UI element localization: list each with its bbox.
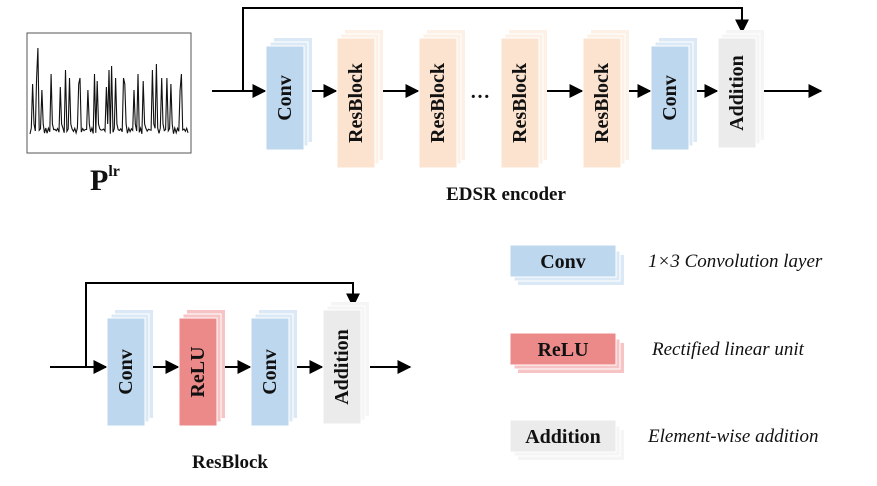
resblock-block-relu-1: ReLU [178, 310, 225, 427]
edsr-block-resblock-2-face [418, 37, 458, 169]
legend-description: Element-wise addition [647, 426, 818, 447]
legend-description: Rectified linear unit [651, 339, 805, 360]
edsr-block-conv-0: Conv [265, 38, 312, 151]
edsr-block-resblock-4-face [582, 37, 622, 169]
legend-swatch [509, 419, 617, 453]
resblock-skip-connection [85, 282, 360, 367]
legend-label: Addition [525, 426, 601, 448]
resblock-caption: ResBlock [192, 452, 268, 473]
edsr-block-conv-0-label: Conv [274, 75, 296, 121]
resblock-block-addition-3-face [322, 309, 362, 425]
edsr-block-resblock-2-label: ResBlock [427, 62, 449, 143]
legend-swatch [509, 244, 617, 278]
edsr-block-resblock-1: ResBlock [336, 30, 383, 169]
edsr-block-addition-6-face [717, 37, 757, 149]
edsr-block-addition-6: Addition [717, 30, 764, 149]
edsr-block-resblock-1-face [336, 37, 376, 169]
legend-description: 1×3 Convolution layer [648, 251, 823, 272]
edsr-block-resblock-2: ResBlock [418, 30, 465, 169]
resblock-block-conv-2-label: Conv [259, 349, 281, 395]
resblock-block-relu-1-face [178, 317, 218, 427]
edsr-block-conv-5: Conv [650, 38, 697, 151]
edsr-block-conv-0-face [265, 45, 305, 151]
legend-label: ReLU [537, 339, 588, 361]
edsr-block-resblock-4-label: ResBlock [591, 62, 613, 143]
edsr-block-conv-5-face [650, 45, 690, 151]
edsr-block-resblock-3: ResBlock [500, 30, 547, 169]
legend-item-relu: ReLU Rectified linear unit [509, 332, 805, 373]
edsr-block-resblock-3-label: ResBlock [509, 62, 531, 143]
edsr-block-resblock-3-face [500, 37, 540, 169]
signal-label: Plr [90, 163, 120, 197]
resblock-block-conv-0-face [106, 317, 146, 427]
edsr-block-conv-5-label: Conv [659, 75, 681, 121]
edsr-ellipsis: … [470, 81, 490, 103]
resblock-block-addition-3: Addition [322, 302, 369, 425]
resblock-block-conv-0-label: Conv [115, 349, 137, 395]
resblock-block-addition-3-label: Addition [331, 329, 353, 405]
edsr-encoder: … Conv ResBlock ResBlock ResBlock ResBlock Co… [212, 7, 823, 205]
edsr-block-resblock-4: ResBlock [582, 30, 629, 169]
edsr-caption: EDSR encoder [446, 184, 566, 205]
resblock-block-conv-0: Conv [106, 310, 153, 427]
legend-item-conv: Conv 1×3 Convolution layer [509, 244, 823, 285]
resblock-block-relu-1-label: ReLU [187, 346, 209, 397]
edsr-block-addition-6-label: Addition [726, 55, 748, 131]
resblock-block-conv-2-face [250, 317, 290, 427]
resblock-detail: Conv ReLU Conv Addition ResBlock [50, 282, 412, 473]
edsr-block-resblock-1-label: ResBlock [345, 62, 367, 143]
legend-item-addition: Addition Element-wise addition [509, 419, 818, 460]
signal-waveform [29, 47, 189, 135]
resblock-block-conv-2: Conv [250, 310, 297, 427]
legend-swatch [509, 332, 617, 366]
input-signal-panel: Plr [26, 32, 192, 197]
legend-label: Conv [540, 251, 586, 273]
